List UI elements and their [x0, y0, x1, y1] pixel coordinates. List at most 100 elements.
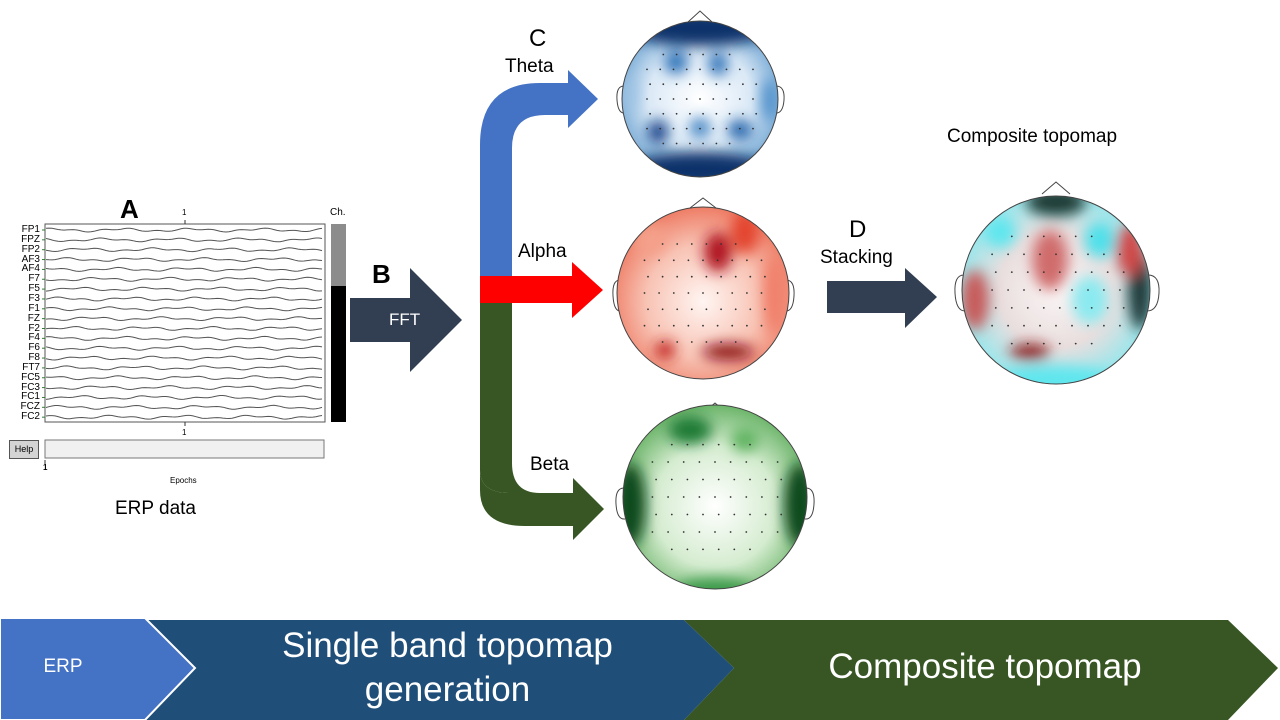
electrode-dot: [689, 142, 691, 145]
erp-trace: [45, 375, 323, 381]
electrode-dot: [725, 98, 728, 100]
electrode-dot: [760, 292, 763, 294]
electrode-dot: [734, 308, 737, 311]
theta-arrow: [480, 70, 598, 276]
alpha-head-outline: [616, 206, 790, 380]
beta-right-ear: [804, 487, 815, 520]
erp-trace: [45, 306, 323, 312]
electrode-dot: [672, 324, 675, 327]
erp-channel-label: FC2: [21, 411, 40, 423]
electrode-dot: [712, 127, 715, 130]
electrode-dot: [675, 142, 678, 145]
electrode-dot: [1058, 235, 1061, 238]
electrode-dot: [1122, 271, 1125, 273]
alpha-topomap: [612, 197, 795, 380]
alpha-left-ear: [612, 279, 622, 312]
electrode-dot: [749, 275, 752, 278]
electrode-dot: [725, 127, 728, 130]
electrode-dot: [698, 496, 701, 498]
electrode-dot: [686, 443, 689, 446]
channel-scrollbar-thumb[interactable]: [331, 286, 346, 422]
erp-top-tick: 1: [182, 208, 187, 217]
electrode-dot: [780, 478, 783, 481]
electrode-dot: [1090, 235, 1093, 238]
electrode-dot: [690, 341, 693, 343]
erp-trace: [45, 365, 323, 371]
channel-scrollbar-upper[interactable]: [331, 224, 346, 286]
erp-trace: [45, 247, 323, 253]
alpha-label: Alpha: [518, 241, 567, 262]
electrode-dot: [702, 83, 704, 86]
beta-electrodes: [651, 443, 783, 551]
electrode-dot: [1058, 342, 1061, 345]
electrode-dot: [675, 53, 678, 56]
electrode-dot: [731, 324, 734, 327]
electrode-dot: [670, 513, 673, 516]
electrode-dot: [764, 308, 766, 311]
erp-channel-label: AF4: [21, 263, 40, 275]
electrode-dot: [670, 443, 673, 446]
help-button[interactable]: Help: [9, 440, 39, 459]
electrode-dot: [672, 292, 675, 294]
electrode-dot: [745, 496, 748, 498]
epoch-scrollbar[interactable]: [44, 439, 325, 459]
panel-d-label: D: [849, 216, 867, 243]
electrode-dot: [1042, 307, 1045, 309]
erp-trace: [45, 227, 323, 233]
chevron-composite-label: Composite topomap: [828, 647, 1142, 686]
electrode-dot: [731, 259, 734, 262]
chevron-single-band: [145, 620, 734, 720]
electrode-dot: [1119, 289, 1121, 291]
electrode-dot: [715, 142, 718, 145]
electrode-dot: [745, 461, 748, 463]
electrode-dot: [659, 68, 662, 71]
electrode-dot: [698, 461, 701, 463]
electrode-dot: [755, 112, 758, 115]
electrode-dot: [733, 548, 736, 551]
electrode-dot: [1010, 235, 1013, 238]
electrode-dot: [720, 275, 722, 278]
theta-right-ear: [774, 85, 785, 114]
electrode-dot: [717, 443, 720, 446]
electrode-dot: [1106, 307, 1109, 309]
electrode-dot: [742, 83, 744, 86]
erp-channel-label: FP1: [21, 224, 40, 235]
electrode-dot: [643, 292, 646, 294]
erp-trace: [45, 325, 323, 331]
electrode-dot: [643, 324, 646, 327]
erp-channel-label: FP2: [21, 243, 40, 255]
panel-a-label: A: [120, 194, 139, 224]
erp-channel-label: F5: [28, 283, 40, 295]
alpha-nose: [689, 197, 717, 209]
electrode-dot: [1071, 324, 1073, 327]
electrode-dot: [716, 292, 719, 294]
electrode-dot: [651, 461, 654, 463]
erp-trace: [45, 316, 323, 322]
electrode-dot: [676, 243, 679, 245]
beta-left-ear: [615, 487, 626, 520]
electrode-dot: [1039, 289, 1041, 291]
erp-bottom-tick: 1: [182, 428, 187, 437]
electrode-dot: [702, 292, 704, 294]
electrode-dot: [1039, 253, 1041, 256]
electrode-dot: [780, 513, 783, 516]
erp-channel-label: F1: [28, 302, 40, 314]
electrode-dot: [1026, 342, 1029, 345]
electrode-dot: [659, 98, 662, 100]
electrode-dot: [1074, 307, 1077, 309]
beta-topomap: [615, 402, 815, 590]
electrode-dot: [682, 496, 685, 498]
electrode-dot: [749, 443, 751, 446]
electrode-dot: [729, 531, 732, 533]
electrode-dot: [1042, 342, 1045, 345]
electrode-dot: [1026, 271, 1029, 273]
electrode-dot: [729, 496, 732, 498]
electrode-dot: [662, 142, 665, 145]
erp-channel-label: FCZ: [20, 401, 40, 413]
electrode-dot: [738, 98, 741, 100]
electrode-dot: [685, 127, 688, 130]
electrode-dot: [702, 142, 704, 145]
electrode-dot: [734, 243, 737, 245]
electrode-dot: [1026, 307, 1029, 309]
erp-channel-label: FC3: [21, 381, 40, 393]
